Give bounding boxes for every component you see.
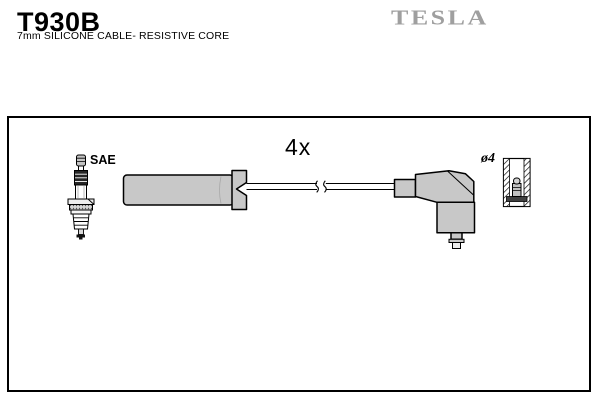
spark-plug-drawing bbox=[67, 154, 95, 240]
straight-boot-drawing bbox=[122, 169, 248, 211]
elbow-boot-drawing bbox=[393, 170, 476, 249]
quantity-label: 4x bbox=[285, 134, 312, 160]
cable-wire bbox=[246, 180, 395, 193]
brand-logo: TESLA bbox=[391, 6, 489, 30]
cable-break-icon bbox=[315, 180, 327, 193]
terminal-cross-section-drawing bbox=[502, 157, 531, 208]
sae-label: SAE bbox=[90, 153, 116, 167]
diameter-label: ø4 bbox=[481, 151, 495, 166]
product-subtitle: 7mm SILICONE CABLE- RESISTIVE CORE bbox=[17, 30, 230, 42]
part-number: T930B bbox=[17, 7, 101, 37]
diagram-frame bbox=[7, 116, 591, 392]
